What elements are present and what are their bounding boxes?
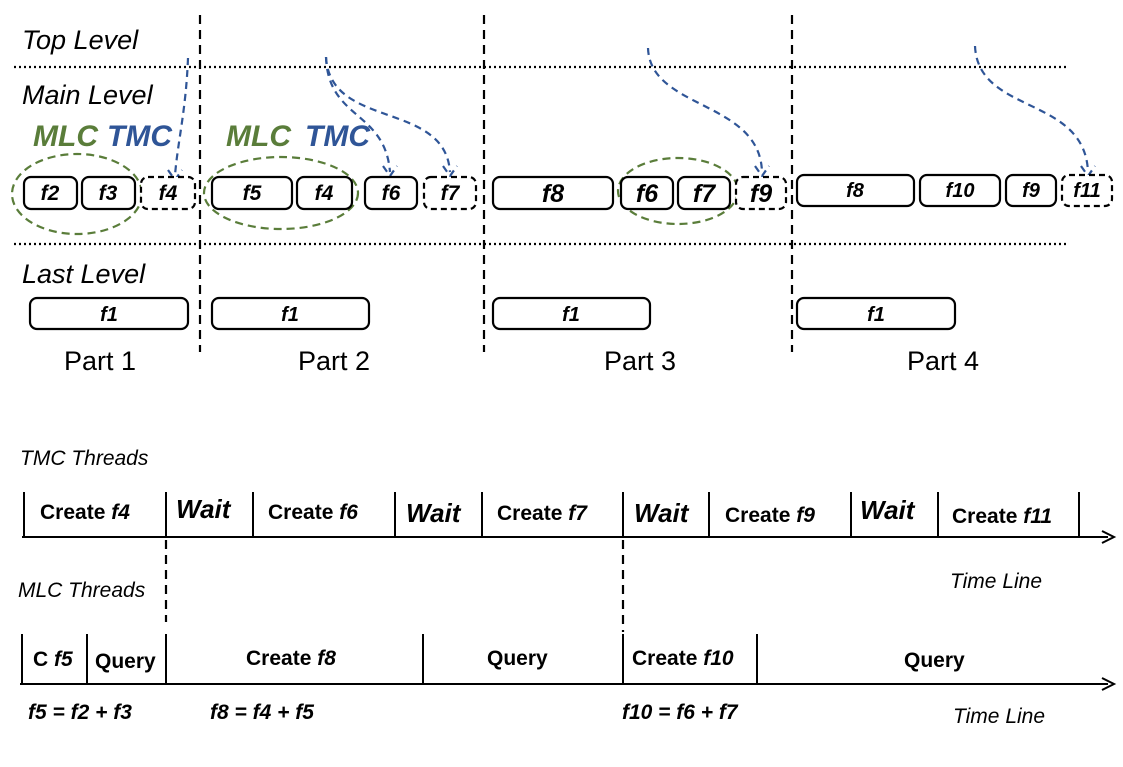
tmc-segment-wait: Wait bbox=[176, 494, 232, 524]
main-box-label: f7 bbox=[441, 182, 461, 205]
main-box-label: f4 bbox=[159, 182, 178, 205]
main-box-label: f3 bbox=[99, 182, 118, 205]
main-box-pending bbox=[734, 175, 788, 211]
tmc-segment-wait: Wait bbox=[406, 498, 462, 528]
top-level-label: Top Level bbox=[22, 25, 139, 55]
mlc-segment: C f5 bbox=[33, 648, 73, 671]
main-box-label: f5 bbox=[243, 182, 262, 205]
main-box-label: f6 bbox=[636, 180, 659, 208]
tmc-arrow-f4 bbox=[173, 57, 190, 176]
mlc-time-line-label: Time Line bbox=[953, 705, 1045, 728]
tmc-time-line-label: Time Line bbox=[950, 570, 1042, 593]
merge-equation: f5 = f2 + f3 bbox=[28, 701, 132, 724]
main-box-label: f10 bbox=[946, 180, 975, 202]
tmc-arrowhead-f7 bbox=[442, 165, 458, 178]
tmc-segment: Create f7 bbox=[497, 502, 588, 525]
tmc-segment: Create f6 bbox=[268, 501, 358, 524]
tmc-threads-title: TMC Threads bbox=[20, 447, 149, 470]
tmc-segment: Create f4 bbox=[40, 501, 130, 524]
tmc-timeline-arrowhead bbox=[1101, 530, 1117, 544]
main-box bbox=[491, 175, 615, 211]
tmc-label-part1: TMC bbox=[107, 120, 173, 153]
tmc-segment: Create f9 bbox=[725, 504, 815, 527]
main-box-label: f11 bbox=[1073, 180, 1100, 202]
main-box bbox=[918, 173, 1002, 208]
merge-equation: f10 = f6 + f7 bbox=[622, 701, 739, 724]
tmc-arrow-f11 bbox=[973, 45, 1090, 173]
part-label: Part 1 bbox=[64, 346, 136, 376]
tmc-label-part2: TMC bbox=[305, 120, 371, 153]
main-box-label: f2 bbox=[41, 182, 60, 205]
mlc-segment: Query bbox=[95, 650, 156, 673]
mlc-segment: Create f8 bbox=[246, 647, 336, 670]
mlc-group-part2 bbox=[202, 155, 360, 231]
main-box bbox=[80, 175, 137, 211]
main-box bbox=[795, 173, 916, 208]
part-label: Part 3 bbox=[604, 346, 676, 376]
last-box-label: f1 bbox=[100, 304, 118, 326]
last-box-label: f1 bbox=[562, 304, 580, 326]
mlc-segment: Query bbox=[904, 649, 965, 672]
tmc-arrow-f6 bbox=[324, 56, 392, 173]
main-box bbox=[22, 175, 79, 211]
main-box bbox=[1004, 173, 1058, 208]
last-box-label: f1 bbox=[281, 304, 299, 326]
main-box-pending bbox=[1060, 173, 1114, 208]
main-box-label: f8 bbox=[846, 180, 865, 202]
main-box-label: f4 bbox=[315, 182, 334, 205]
tmc-segment-wait: Wait bbox=[634, 498, 690, 528]
part-label: Part 4 bbox=[907, 346, 979, 376]
last-box bbox=[795, 296, 957, 331]
tmc-arrowhead-f9 bbox=[754, 165, 770, 178]
main-box bbox=[295, 175, 354, 211]
main-box bbox=[363, 175, 419, 211]
part-label: Part 2 bbox=[298, 346, 370, 376]
last-level-label: Last Level bbox=[22, 259, 146, 289]
main-box-pending bbox=[139, 175, 197, 211]
mlc-segment: Create f10 bbox=[632, 647, 734, 670]
tmc-arrow-f7 bbox=[324, 56, 452, 173]
main-box bbox=[676, 175, 732, 211]
main-box-pending bbox=[422, 175, 478, 211]
mlc-label-part2: MLC bbox=[226, 120, 292, 153]
main-box bbox=[619, 175, 675, 211]
mlc-timeline-arrowhead bbox=[1101, 677, 1117, 691]
last-box-label: f1 bbox=[867, 304, 885, 326]
main-box-label: f6 bbox=[382, 182, 401, 205]
last-box bbox=[491, 296, 652, 331]
tmc-segment-wait: Wait bbox=[860, 495, 916, 525]
main-box-label: f9 bbox=[750, 180, 772, 208]
last-box bbox=[28, 296, 190, 331]
main-box-label: f9 bbox=[1022, 180, 1041, 202]
tmc-segment: Create f11 bbox=[952, 505, 1052, 528]
main-box-label: f8 bbox=[542, 180, 564, 208]
mlc-segment: Query bbox=[487, 647, 548, 670]
last-box bbox=[210, 296, 371, 331]
main-box bbox=[210, 175, 294, 211]
main-box-label: f7 bbox=[693, 180, 716, 208]
mlc-threads-title: MLC Threads bbox=[18, 579, 146, 602]
tmc-arrow-f9 bbox=[646, 47, 764, 173]
main-level-label: Main Level bbox=[22, 80, 154, 110]
mlc-label-part1: MLC bbox=[33, 120, 99, 153]
merge-equation: f8 = f4 + f5 bbox=[210, 701, 314, 724]
